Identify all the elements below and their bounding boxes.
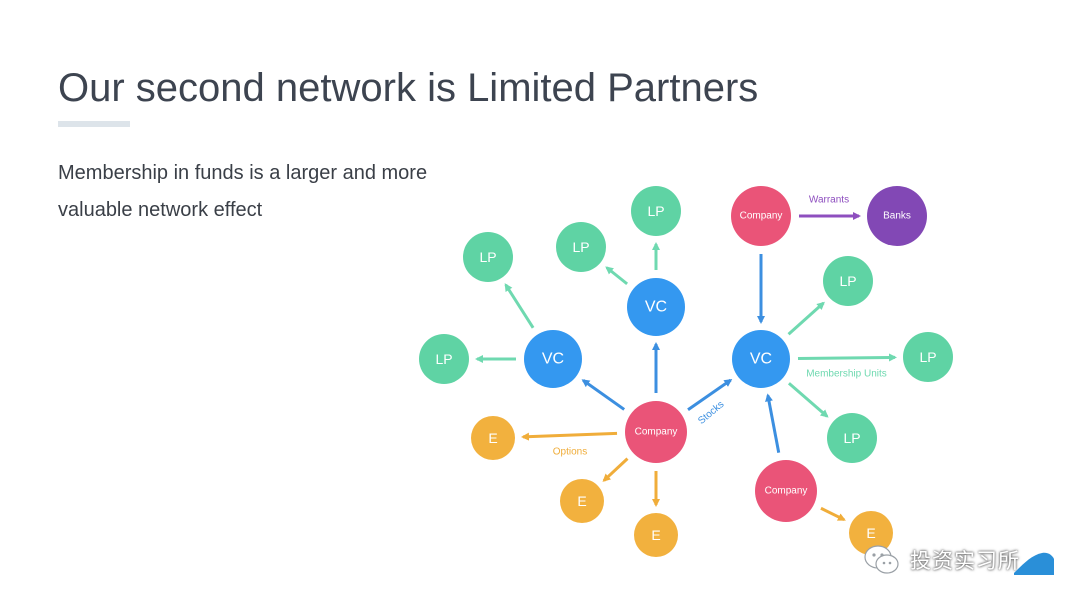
node-label-e2: E — [577, 493, 586, 509]
node-lp5: LP — [823, 256, 873, 306]
node-lp3: LP — [556, 222, 606, 272]
node-circle-lp2 — [463, 232, 513, 282]
edge-label-options: Options — [553, 447, 587, 458]
edge-vc3-to-lp7 — [787, 382, 829, 418]
node-label-e3: E — [651, 527, 660, 543]
node-label-vc3: VC — [750, 351, 772, 368]
node-circle-company3 — [755, 460, 817, 522]
wave-icon — [1014, 552, 1054, 575]
edge-vc3-to-lp5 — [787, 301, 825, 336]
node-circle-e4 — [849, 511, 893, 555]
node-company2: Company — [731, 186, 791, 246]
title-underline — [58, 121, 130, 127]
node-circle-e3 — [634, 513, 678, 557]
node-vc3: VC — [732, 330, 790, 388]
node-vc1: VC — [524, 330, 582, 388]
node-lp1: LP — [419, 334, 469, 384]
node-label-vc2: VC — [645, 299, 667, 316]
node-circle-lp4 — [631, 186, 681, 236]
node-circle-company1 — [625, 401, 687, 463]
node-circle-lp3 — [556, 222, 606, 272]
slide-subtitle: Membership in funds is a larger and more… — [58, 155, 478, 229]
node-label-lp2: LP — [479, 249, 496, 265]
node-label-e4: E — [866, 525, 875, 541]
edge-label-membership-units: Membership Units — [806, 368, 887, 379]
node-e3: E — [634, 513, 678, 557]
subtitle-line-1: Membership in funds is a larger and more — [58, 162, 428, 184]
wechat-icon — [862, 540, 902, 580]
edge-label-warrants: Warrants — [809, 195, 849, 206]
edge-label-stocks: Stocks — [696, 399, 726, 427]
edge-company1-to-e2 — [602, 457, 629, 482]
node-label-lp7: LP — [843, 430, 860, 446]
edge-company3-to-e4 — [820, 506, 846, 522]
node-circle-e1 — [471, 416, 515, 460]
node-circle-company2 — [731, 186, 791, 246]
node-circle-lp7 — [827, 413, 877, 463]
node-circle-lp5 — [823, 256, 873, 306]
node-company3: Company — [755, 460, 817, 522]
node-label-company3: Company — [765, 486, 808, 497]
node-circle-lp1 — [419, 334, 469, 384]
edge-company1-to-vc1 — [581, 379, 626, 411]
node-label-vc1: VC — [542, 351, 564, 368]
node-lp6: LP — [903, 332, 953, 382]
slide-title: Our second network is Limited Partners — [58, 66, 759, 110]
node-label-lp6: LP — [919, 349, 936, 365]
edge-vc2-to-lp3 — [605, 266, 629, 286]
edge-company3-to-vc3 — [765, 393, 781, 453]
node-label-banks: Banks — [883, 211, 911, 222]
watermark-text: 投资实习所 — [910, 549, 1020, 573]
node-circle-vc3 — [732, 330, 790, 388]
node-label-lp1: LP — [435, 351, 452, 367]
edge-vc3-to-lp6 — [797, 353, 898, 362]
node-lp4: LP — [631, 186, 681, 236]
node-vc2: VC — [627, 278, 685, 336]
node-e2: E — [560, 479, 604, 523]
watermark: 投资实习所 — [862, 540, 1054, 580]
node-banks: Banks — [867, 186, 927, 246]
edge-company1-to-e1 — [520, 431, 618, 441]
node-e1: E — [471, 416, 515, 460]
node-label-company2: Company — [740, 211, 783, 222]
node-label-lp5: LP — [839, 273, 856, 289]
node-company1: Company — [625, 401, 687, 463]
edge-vc1-to-lp2 — [504, 283, 535, 329]
node-circle-vc1 — [524, 330, 582, 388]
node-circle-e2 — [560, 479, 604, 523]
node-label-lp3: LP — [572, 239, 589, 255]
node-label-company1: Company — [635, 427, 678, 438]
node-circle-banks — [867, 186, 927, 246]
node-circle-lp6 — [903, 332, 953, 382]
node-e4: E — [849, 511, 893, 555]
node-label-lp4: LP — [647, 203, 664, 219]
node-lp7: LP — [827, 413, 877, 463]
node-lp2: LP — [463, 232, 513, 282]
subtitle-line-2: valuable network effect — [58, 199, 263, 221]
node-circle-vc2 — [627, 278, 685, 336]
node-label-e1: E — [488, 430, 497, 446]
edge-company1-to-vc3 — [687, 378, 733, 411]
